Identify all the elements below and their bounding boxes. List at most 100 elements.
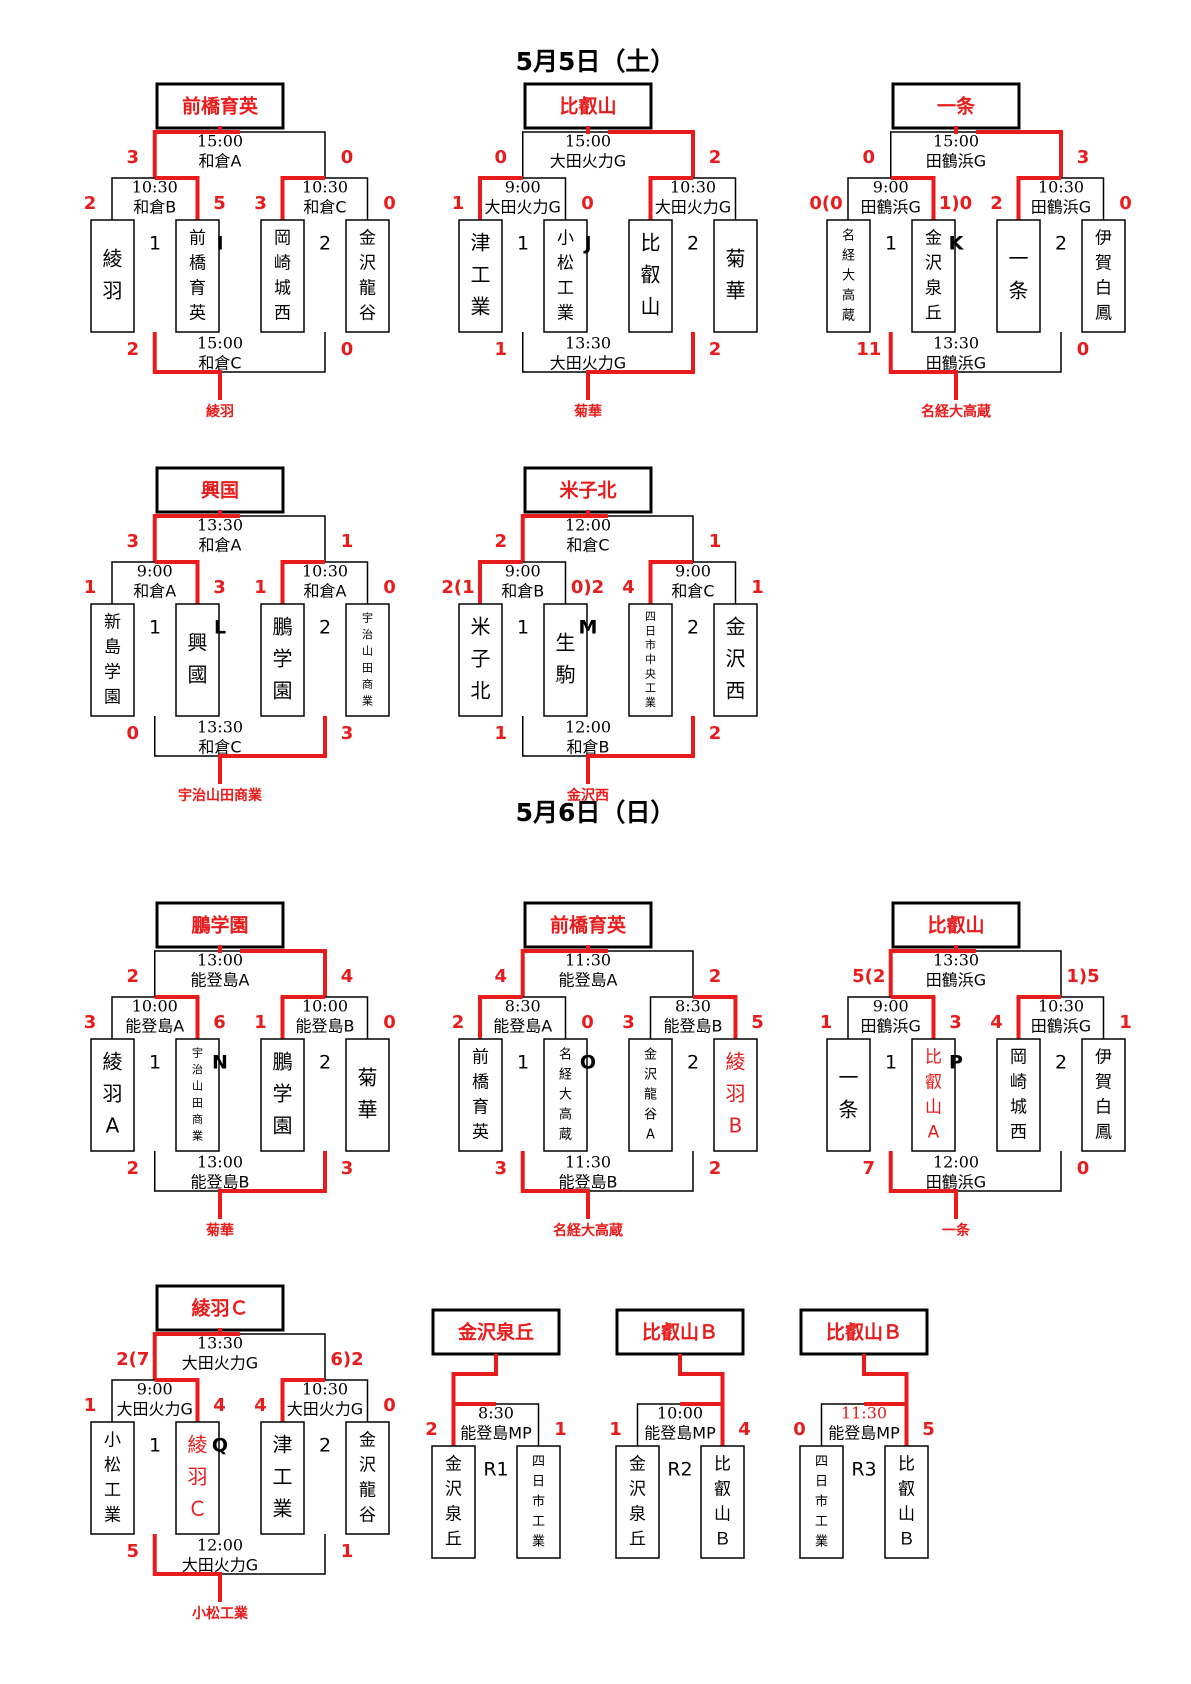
score: 5(2 [852,966,885,987]
semi-bracket-right-win [693,995,738,1039]
team-name-char: 山 [641,295,661,319]
winner-name: 前橋育英 [182,95,259,118]
team-name-char: 龍 [359,279,376,299]
team-name-char: 経 [559,1068,572,1083]
team-name-char: 米 [471,615,491,639]
match-venue: 和倉B [501,582,544,601]
match-venue: 田鶴浜G [926,971,986,990]
third-bracket-win [588,716,695,758]
match-time: 8:30 [505,997,541,1016]
team-name-char: 菊 [358,1066,378,1090]
team-name-char: 前 [472,1048,489,1068]
score: 2(7 [116,1349,149,1370]
match-venue: 能登島A [191,971,250,990]
single-stem [451,1354,498,1404]
match-venue: 和倉C [671,582,714,601]
team-name-char: 治 [192,1062,203,1076]
score: 5 [751,1012,764,1033]
team-name-char: 鳳 [1095,1123,1112,1143]
match-venue: 田鶴浜G [861,198,921,217]
team-box [628,1038,673,1152]
team-box [911,1038,956,1152]
team-name-char: 業 [815,1534,828,1550]
final-bracket-win [152,1332,240,1380]
score: 3 [341,723,354,744]
match-number: 1 [517,1052,529,1074]
third-winner: 菊華 [206,1222,234,1239]
team-name-char: 育 [189,279,206,299]
team-name-char: 工 [273,1465,293,1489]
team-name-char: 金 [726,615,746,639]
team-box [1081,1038,1126,1152]
team-name-char: 高 [559,1107,572,1123]
team-name-char: 岡 [1010,1048,1027,1068]
semi-bracket-right-win [280,560,325,604]
team-name-char: 沢 [644,1068,657,1083]
winner-name: 綾羽Ｃ [191,1297,248,1320]
score: 3 [341,1158,354,1179]
team-name-char: 工 [471,263,491,287]
team-box [175,1421,220,1535]
score: 2 [84,193,97,214]
match-venue: 田鶴浜G [1031,198,1091,217]
score: 11 [856,339,881,360]
team-name-char: 蔵 [842,309,855,324]
team-name-char: 園 [273,679,293,703]
score: 1 [751,577,764,598]
team-box [90,1038,135,1152]
team-name-char: 宇 [362,611,373,624]
team-name-char: 羽 [726,1082,746,1106]
semi-bracket-left-win [154,1378,200,1422]
semi-bracket-left-win [478,560,523,604]
team-name-char: 叡 [714,1480,731,1500]
match-venue: 和倉B [133,198,176,217]
team-name-char: 業 [362,695,373,708]
match-venue: 大田火力G [117,1400,193,1419]
team-name-char: 山 [362,645,373,658]
winner-box [155,466,285,514]
team-name-char: 國 [188,663,208,687]
team-name-char: 中 [645,653,656,666]
single-stem [862,1354,909,1404]
block-letter: K [949,233,965,255]
team-name-char: 山 [192,1080,203,1093]
team-name-char: 学 [104,663,121,683]
winner-name: 比叡山 [559,95,616,118]
score: 3 [126,531,139,552]
team-name-char: 工 [557,279,574,299]
score: 2 [709,966,722,987]
match-time: 10:30 [302,562,348,581]
team-name-char: 城 [274,279,291,299]
semi-bracket-right-win [280,1378,325,1422]
match-time: 9:00 [505,178,541,197]
team-name-char: 名 [842,228,855,244]
winner-name: 鵬学園 [190,914,248,937]
team-name-char: 業 [645,696,656,709]
match-time: 13:30 [933,951,979,970]
match-time: 10:00 [657,1404,703,1423]
team-name-char: 業 [532,1534,545,1550]
final-bracket-win [520,949,608,997]
score: 4 [254,1395,267,1416]
team-name-char: 白 [1095,279,1112,299]
single-label: R3 [851,1459,876,1481]
team-box [1081,219,1126,333]
team-box [713,1038,758,1152]
team-name-char: 沢 [445,1480,462,1500]
team-name-char: 日 [532,1475,545,1490]
match-number: 2 [687,617,699,639]
score: 0 [1077,1158,1090,1179]
team-box [543,1038,588,1152]
team-name-char: 泉 [629,1505,646,1525]
team-name-char: 金 [445,1455,462,1475]
team-box [628,603,673,717]
score: 0 [1077,339,1090,360]
match-number: 2 [319,1435,331,1457]
match-time: 10:00 [302,997,348,1016]
match-time: 11:30 [565,1153,611,1172]
team-name-char: 工 [815,1515,828,1530]
winner-box [523,901,653,949]
match-venue: 大田火力G [287,1400,363,1419]
match-number: 1 [149,1435,161,1457]
team-name-char: 央 [645,667,656,680]
